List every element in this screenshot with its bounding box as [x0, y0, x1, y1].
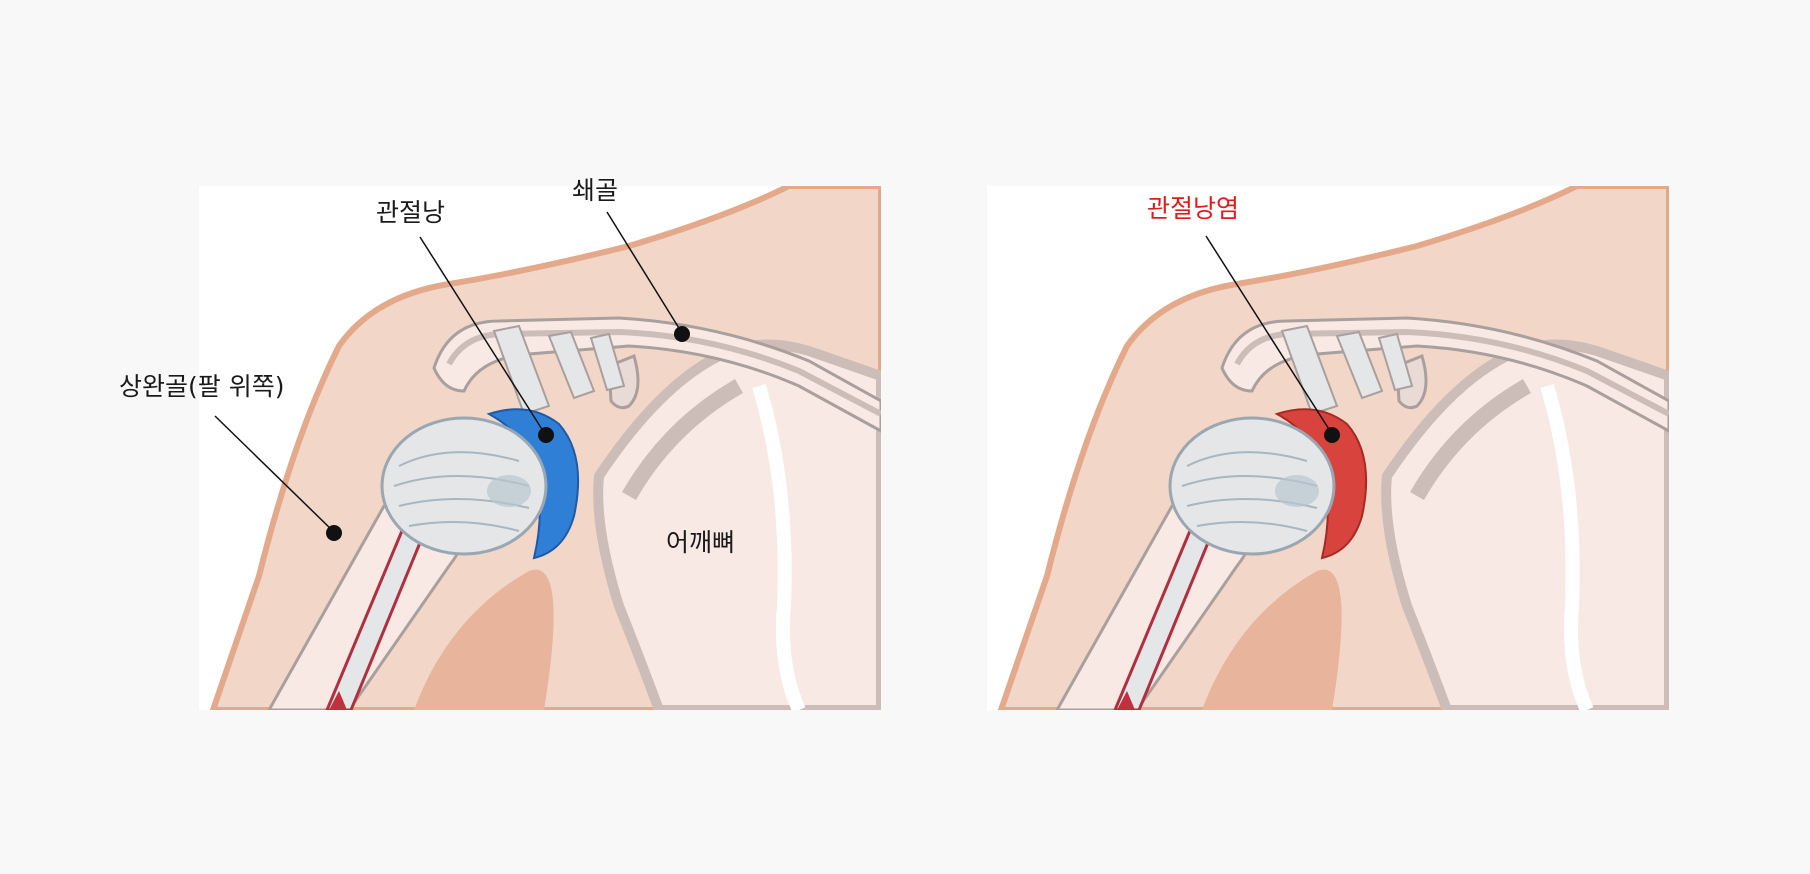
marker-dot-capsulitis [1324, 427, 1340, 443]
label-humerus: 상완골(팔 위쪽) [119, 372, 285, 401]
label-capsulitis: 관절낭염 [1147, 194, 1240, 223]
label-joint-capsule: 관절낭 [376, 198, 446, 227]
capsulitis-shoulder-panel: 관절낭염 [987, 186, 1669, 710]
label-clavicle: 쇄골 [572, 176, 619, 205]
label-scapula: 어깨뼈 [666, 528, 736, 557]
leader-line-clavicle [606, 211, 683, 334]
capsulitis-shoulder-illustration [987, 186, 1669, 710]
leader-line-joint-capsule [419, 236, 546, 435]
leader-line-humerus [214, 415, 335, 533]
marker-dot-joint-capsule [538, 427, 554, 443]
marker-dot-clavicle [674, 326, 690, 342]
leader-line-capsulitis [1205, 235, 1333, 435]
marker-dot-humerus [326, 525, 342, 541]
